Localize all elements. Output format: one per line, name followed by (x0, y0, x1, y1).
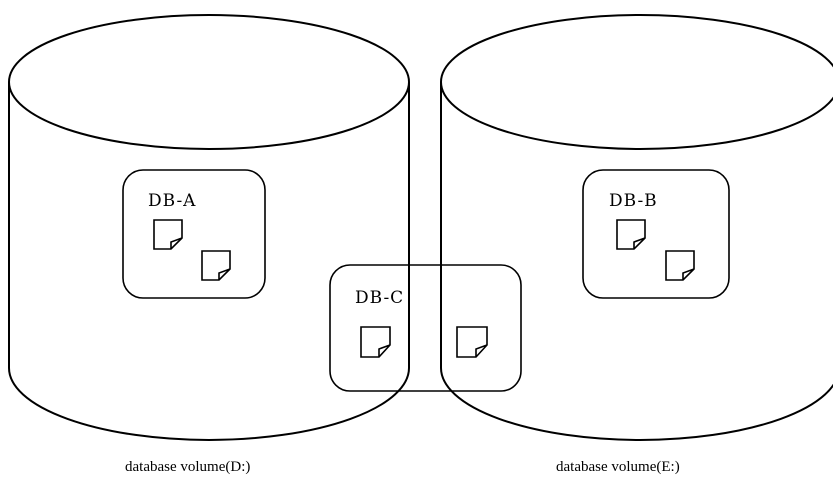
db-b-box (582, 169, 730, 299)
db-b-file-icon-1 (616, 219, 646, 250)
volume-d-top (8, 14, 410, 150)
db-c-group: DB-C (329, 264, 522, 392)
volume-d-bottom (8, 367, 410, 441)
db-c-box (329, 264, 522, 392)
db-a-group: DB-A (122, 169, 266, 299)
db-b-group: DB-B (582, 169, 730, 299)
db-a-file-icon-2 (201, 250, 231, 281)
volume-e-cylinder (440, 14, 833, 441)
db-c-file-icon-volume-d (360, 326, 391, 358)
db-a-label: DB-A (148, 191, 196, 211)
volume-e-bottom (440, 367, 833, 441)
volume-d-cylinder (8, 14, 410, 441)
db-a-file-icon-1 (153, 219, 183, 250)
db-b-file-icon-2 (665, 250, 695, 281)
db-c-label: DB-C (355, 288, 404, 308)
db-b-label: DB-B (609, 191, 658, 211)
volume-e-caption: database volume(E:) (556, 459, 680, 475)
volume-d-caption: database volume(D:) (125, 459, 250, 475)
volume-e-top (440, 14, 833, 150)
db-a-box (122, 169, 266, 299)
db-c-file-icon-volume-e (456, 326, 488, 358)
